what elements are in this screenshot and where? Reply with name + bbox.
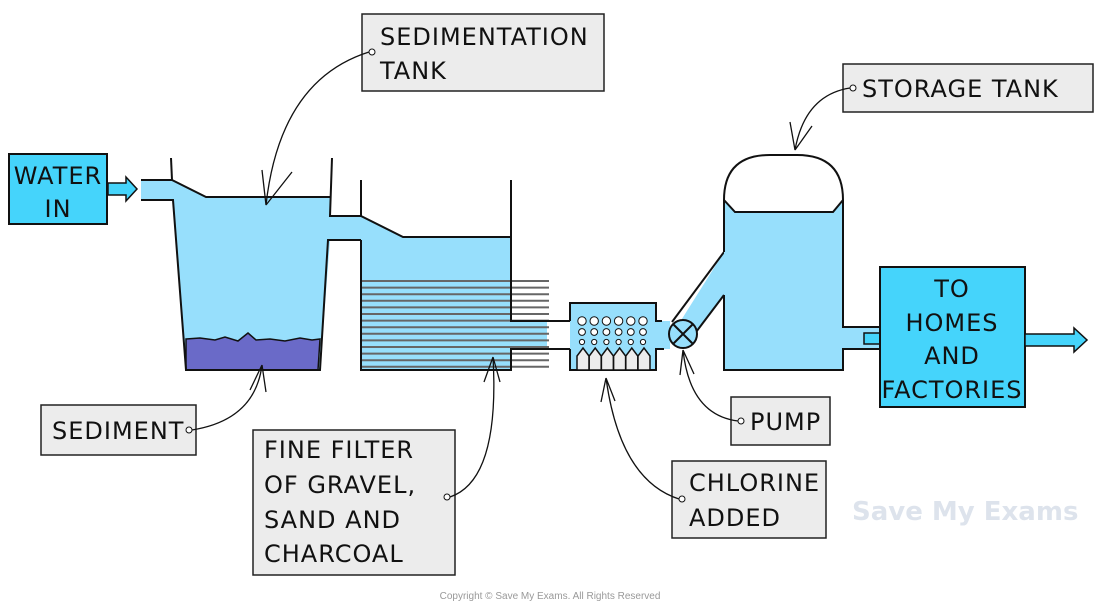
chlorine-bubble xyxy=(578,328,586,336)
chlorine-dispenser xyxy=(612,346,627,371)
svg-text:CHARCOAL: CHARCOAL xyxy=(264,540,404,568)
chlorine-dispenser xyxy=(600,346,615,371)
to-homes-line-1: TO xyxy=(933,275,970,303)
svg-text:FINE FILTER: FINE FILTER xyxy=(264,436,414,464)
filter-tank xyxy=(360,180,570,371)
svg-text:SEDIMENT: SEDIMENT xyxy=(52,417,184,445)
chlorine-bubble xyxy=(602,328,611,336)
inflow-arrow xyxy=(107,175,139,203)
svg-text:SAND AND: SAND AND xyxy=(264,506,401,534)
chlorine-dispenser xyxy=(637,346,651,371)
to-homes-box: TO HOMES AND FACTORIES xyxy=(879,266,1026,408)
copyright: Copyright © Save My Exams. All Rights Re… xyxy=(440,591,661,602)
label-sedimentation-tank: SEDIMENTATION TANK xyxy=(361,13,605,92)
chlorine-bubble xyxy=(589,316,599,326)
sedimentation-tank xyxy=(141,157,361,371)
chlorine-bubble xyxy=(591,338,598,346)
chlorine-dispenser xyxy=(625,346,639,371)
label-chlorine: CHLORINE ADDED xyxy=(671,460,827,539)
water-in-box: WATER IN xyxy=(8,153,108,225)
chlorine-bubble xyxy=(638,316,648,326)
pump-icon xyxy=(668,319,698,349)
chlorine-chamber xyxy=(569,302,670,371)
chlorine-dispenser xyxy=(576,346,590,371)
chlorine-bubble xyxy=(626,328,635,336)
chlorine-bubble xyxy=(613,316,624,326)
label-fine-filter: FINE FILTER OF GRAVEL, SAND AND CHARCOAL xyxy=(252,429,456,576)
chlorine-bubble xyxy=(639,338,647,346)
chlorine-bubbles xyxy=(577,316,648,346)
svg-text:STORAGE TANK: STORAGE TANK xyxy=(862,75,1059,103)
chlorine-bubble xyxy=(615,338,622,346)
svg-text:SEDIMENTATION: SEDIMENTATION xyxy=(380,23,589,51)
to-homes-line-4: FACTORIES xyxy=(881,376,1022,404)
svg-text:ADDED: ADDED xyxy=(689,504,781,532)
to-homes-line-3: AND xyxy=(924,342,980,370)
svg-text:OF GRAVEL,: OF GRAVEL, xyxy=(264,471,416,499)
watermark: Save My Exams xyxy=(852,497,1078,527)
chlorine-bubble xyxy=(578,338,586,346)
chlorine-bubble xyxy=(627,338,634,346)
label-sediment: SEDIMENT xyxy=(40,404,197,456)
chlorine-bubble xyxy=(639,328,647,336)
chlorine-bubble xyxy=(601,316,612,326)
storage-tank xyxy=(723,154,881,371)
chlorine-bubble xyxy=(603,338,610,346)
water-in-line-2: IN xyxy=(44,195,71,223)
label-storage-tank: STORAGE TANK xyxy=(842,63,1094,113)
chlorine-dispenser xyxy=(588,346,602,371)
outflow-arrow xyxy=(1024,326,1089,354)
svg-text:TANK: TANK xyxy=(379,57,447,85)
water-in-line-1: WATER xyxy=(14,162,102,190)
to-homes-line-2: HOMES xyxy=(905,309,998,337)
svg-text:PUMP: PUMP xyxy=(750,408,821,436)
chlorine-bubble xyxy=(590,328,599,336)
chlorine-bubble xyxy=(614,328,623,336)
chlorine-bubble xyxy=(626,316,636,326)
chlorine-dispensers xyxy=(576,346,651,371)
sediment-layer xyxy=(185,332,321,371)
label-pump: PUMP xyxy=(730,396,831,446)
chlorine-bubble xyxy=(577,316,587,326)
svg-text:CHLORINE: CHLORINE xyxy=(689,469,820,497)
